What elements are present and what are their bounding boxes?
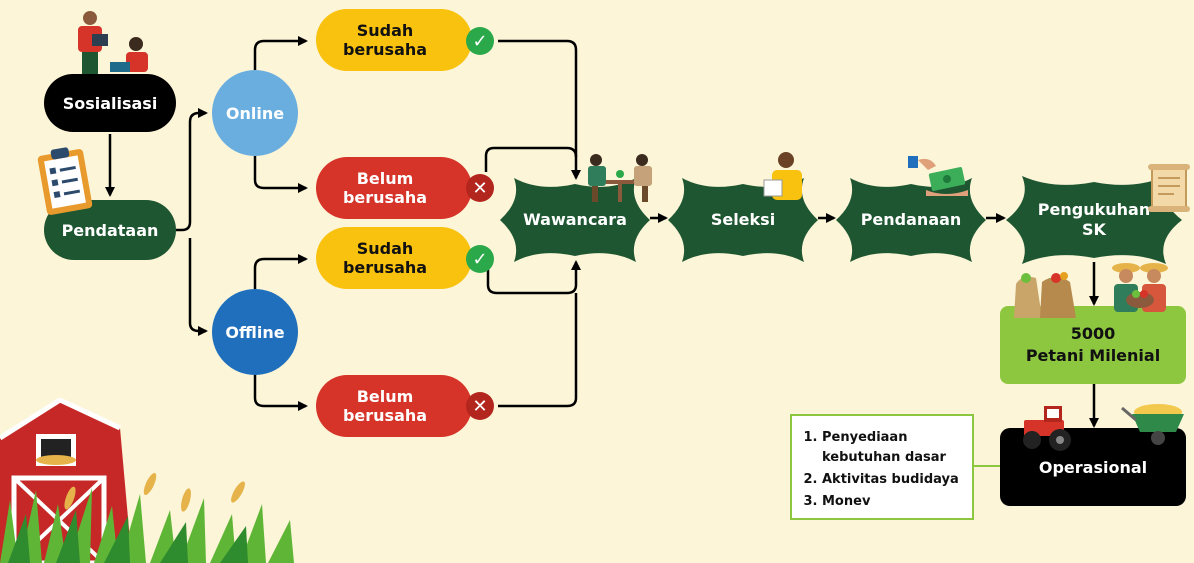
pengukuhan-node: Pengukuhan SK [1006, 176, 1182, 264]
interview-table-illustration [588, 154, 652, 202]
arrow-online-belum [253, 156, 308, 193]
offline-label: Offline [225, 322, 285, 342]
wawancara-node: Wawancara [500, 178, 650, 262]
operasional-list-box: Penyediaan kebutuhan dasar Aktivitas bud… [790, 414, 974, 520]
wheat-grass-illustration [0, 472, 294, 563]
online-belum-node: Belum berusaha [316, 157, 472, 219]
online-node: Online [212, 70, 298, 156]
money-hand-illustration [908, 156, 968, 196]
pengukuhan-label: Pengukuhan SK [1037, 200, 1151, 239]
petani-count: 5000 [1070, 324, 1116, 343]
list-item: Aktivitas budidaya [822, 470, 964, 490]
wawancara-label: Wawancara [523, 210, 627, 229]
seleksi-label: Seleksi [710, 210, 776, 229]
farmers-couple-illustration [1112, 263, 1168, 312]
arrow-offline-sudah [253, 254, 308, 289]
online-belum-label: Belum berusaha [342, 169, 428, 207]
cross-icon: ✕ [466, 174, 494, 202]
brace-pendataan [176, 108, 208, 232]
pendanaan-label: Pendanaan [860, 210, 962, 229]
offline-node: Offline [212, 289, 298, 375]
check-icon: ✓ [466, 27, 494, 55]
offline-belum-node: Belum berusaha [316, 375, 472, 437]
clipboard-checklist-illustration [37, 147, 93, 215]
cross-icon: ✕ [466, 392, 494, 420]
arrow-offline-belum [253, 374, 308, 411]
people-laptop-illustration [78, 11, 148, 74]
online-sudah-label: Sudah berusaha [342, 21, 428, 59]
offline-sudah-node: Sudah berusaha [316, 227, 472, 289]
petani-milenial-node: 5000 Petani Milenial [1000, 306, 1186, 384]
produce-sacks-illustration [1014, 272, 1076, 318]
online-label: Online [225, 103, 285, 123]
operasional-label: Operasional [1038, 457, 1148, 477]
offline-sudah-label: Sudah berusaha [342, 239, 428, 277]
arrow-online-sudah [253, 36, 308, 70]
man-writing-illustration [763, 152, 802, 200]
red-tractor-illustration [1023, 406, 1071, 451]
online-sudah-node: Sudah berusaha [316, 9, 472, 71]
pendataan-label: Pendataan [61, 220, 159, 240]
check-icon: ✓ [466, 245, 494, 273]
sosialisasi-node: Sosialisasi [44, 74, 176, 132]
pendanaan-node: Pendanaan [836, 178, 986, 262]
offline-belum-label: Belum berusaha [342, 387, 428, 425]
sosialisasi-label: Sosialisasi [62, 93, 158, 113]
wheelbarrow-grain-illustration [1121, 404, 1184, 445]
scroll-paper-illustration [1148, 164, 1190, 212]
list-item: Penyediaan kebutuhan dasar [822, 428, 964, 468]
list-item: Monev [822, 492, 964, 512]
petani-label: Petani Milenial [1025, 346, 1161, 365]
pendataan-node: Pendataan [44, 200, 176, 260]
